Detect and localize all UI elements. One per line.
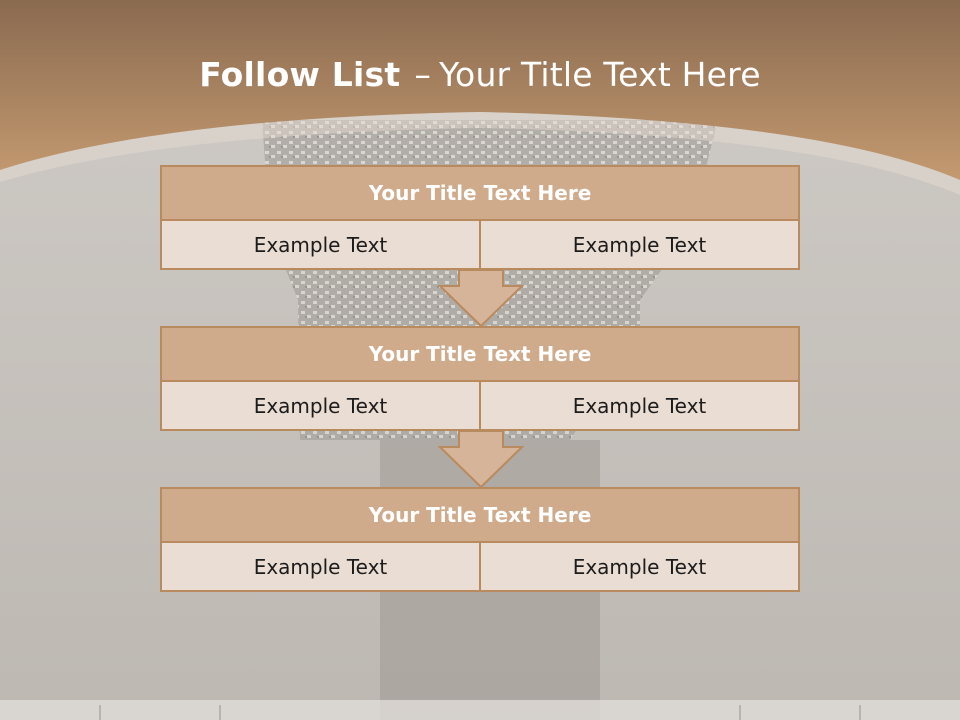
step-left-text: Example Text [160, 221, 481, 270]
title-bold: Follow List [199, 55, 401, 94]
step-title: Your Title Text Here [160, 165, 800, 221]
down-arrow-icon [438, 269, 524, 328]
step-title: Your Title Text Here [160, 326, 800, 382]
down-arrow-icon [438, 430, 524, 489]
step-left-text: Example Text [160, 543, 481, 592]
step-right-text: Example Text [479, 543, 800, 592]
slide-title: Follow List–Your Title Text Here [0, 52, 960, 98]
step-left-text: Example Text [160, 382, 481, 431]
step-right-text: Example Text [479, 382, 800, 431]
step-title: Your Title Text Here [160, 487, 800, 543]
title-rest: Your Title Text Here [439, 55, 761, 94]
step-right-text: Example Text [479, 221, 800, 270]
title-separator: – [414, 55, 432, 94]
